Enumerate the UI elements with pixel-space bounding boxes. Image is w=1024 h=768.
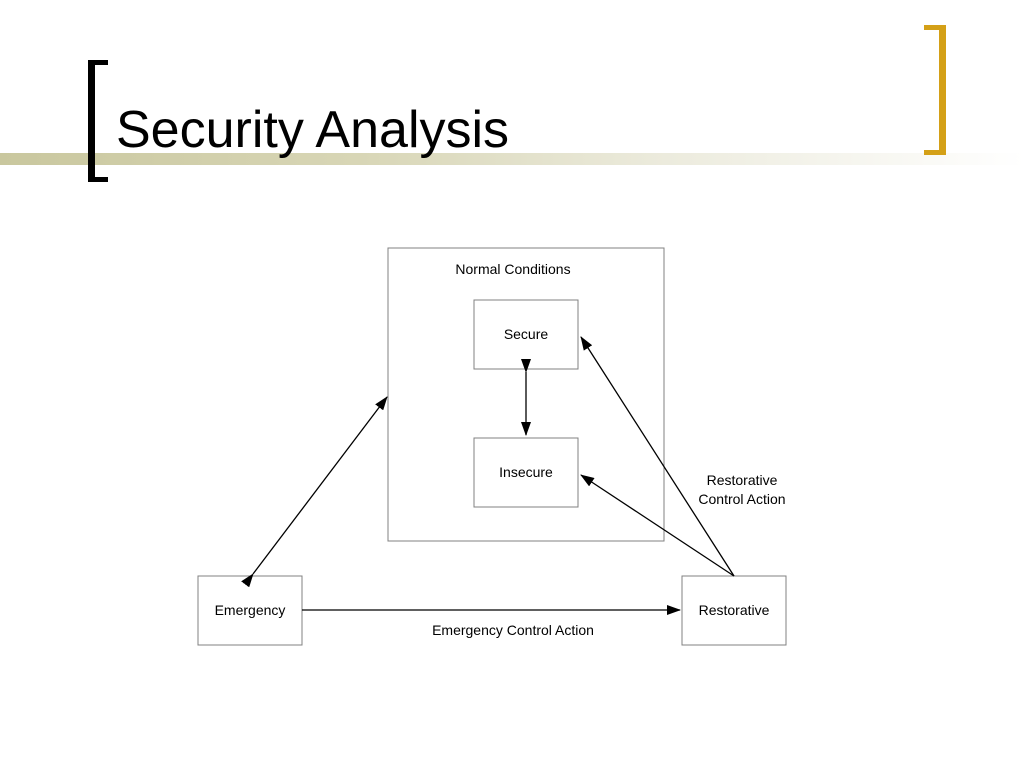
edge-restorative-insecure xyxy=(580,474,735,577)
node-restorative-label: Restorative xyxy=(699,602,770,618)
edge-emergency-normal xyxy=(241,396,388,588)
normal-conditions-label: Normal Conditions xyxy=(455,261,570,277)
right-bracket-decoration xyxy=(924,25,946,155)
node-secure: Secure xyxy=(473,299,579,370)
slide-title: Security Analysis xyxy=(116,101,510,159)
restorative-control-action-label-line2: Control Action xyxy=(698,491,785,507)
node-insecure-label: Insecure xyxy=(499,464,553,480)
emergency-control-action-label: Emergency Control Action xyxy=(432,622,594,638)
edge-restorative-secure xyxy=(580,336,735,577)
title-underline-bar xyxy=(0,153,1024,165)
node-emergency: Emergency xyxy=(197,575,303,646)
node-emergency-label: Emergency xyxy=(215,602,286,618)
node-restorative: Restorative xyxy=(681,575,787,646)
node-insecure: Insecure xyxy=(473,437,579,508)
restorative-control-action-label-line1: Restorative xyxy=(707,472,778,488)
node-secure-label: Secure xyxy=(504,326,549,342)
left-bracket-decoration xyxy=(88,60,108,182)
